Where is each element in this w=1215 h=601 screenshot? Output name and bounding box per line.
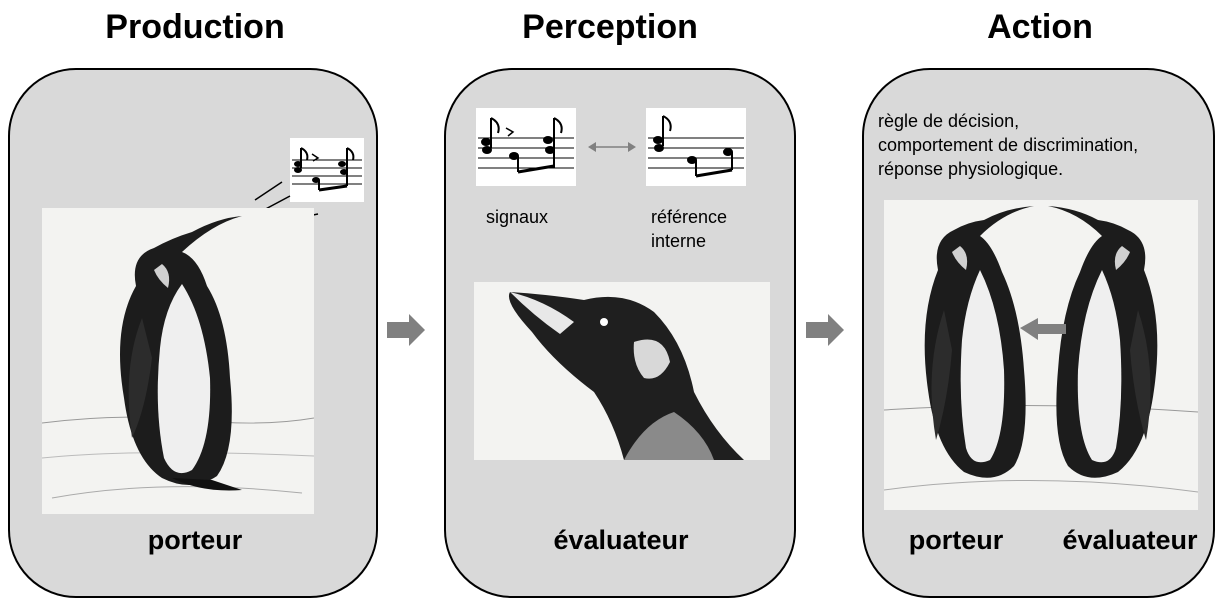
label-action-evaluateur: évaluateur: [1062, 525, 1198, 555]
panel-perception: signaux référence interne évaluateur: [444, 68, 796, 598]
label-action-porteur: porteur: [908, 525, 1004, 555]
heading-production: Production: [105, 8, 285, 46]
reference-notes-icon: [646, 108, 746, 186]
interaction-arrow-icon: [1020, 318, 1066, 340]
label-signaux: signaux: [486, 207, 549, 227]
action-text-line2: comportement de discrimination,: [878, 135, 1139, 155]
panel-production: porteur: [8, 68, 378, 598]
signals-notes-icon: [476, 108, 576, 186]
penguins-facing-illustration: [884, 200, 1198, 510]
flow-arrow-icon: [387, 314, 425, 346]
label-porteur: porteur: [147, 525, 243, 555]
action-text-line3: réponse physiologique.: [878, 159, 1064, 179]
double-arrow-icon: [588, 142, 636, 152]
label-reference-line1: référence: [651, 207, 728, 227]
flow-arrow-icon-2: [806, 314, 844, 346]
penguin-head-illustration: [474, 282, 770, 460]
label-reference-line2: interne: [651, 231, 707, 251]
music-notes-icon: [290, 138, 364, 202]
panel-action: règle de décision, comportement de discr…: [862, 68, 1215, 598]
label-evaluateur: évaluateur: [553, 525, 689, 555]
heading-perception: Perception: [522, 8, 698, 46]
penguin-illustration: [42, 208, 314, 514]
action-text-line1: règle de décision,: [878, 111, 1020, 131]
heading-action: Action: [987, 8, 1093, 46]
